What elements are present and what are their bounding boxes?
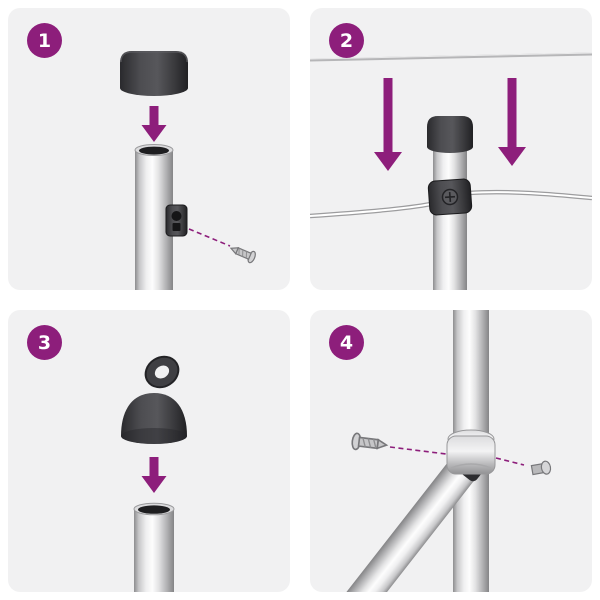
junction-clamp-icon (446, 429, 496, 475)
step-number: 1 (37, 29, 52, 52)
guide-dashed-line (495, 457, 525, 466)
step-panel-1: 1 (8, 8, 290, 290)
step-number: 3 (37, 331, 52, 354)
wire-clamp-icon (427, 178, 473, 216)
step-number-badge: 3 (27, 325, 62, 360)
eyelet-cap-icon (121, 355, 187, 444)
down-arrow-icon (141, 457, 167, 493)
end-cap-icon (120, 51, 188, 96)
screw-icon (350, 432, 389, 454)
guide-dashed-line (188, 228, 231, 247)
step-number: 2 (339, 29, 354, 52)
step-number-badge: 1 (27, 23, 62, 58)
screw-icon (228, 242, 258, 265)
down-arrow-icon (141, 106, 167, 142)
step-1-illustration (120, 51, 258, 290)
top-wire (310, 52, 592, 62)
guide-dashed-line (389, 446, 447, 455)
step-panel-4: 4 (310, 310, 592, 592)
bolt-icon (530, 460, 552, 476)
step-number: 4 (339, 331, 354, 354)
step-4-illustration (343, 310, 552, 592)
step-number-badge: 4 (329, 325, 364, 360)
pole (133, 502, 175, 592)
down-arrow-icon (498, 78, 526, 166)
end-cap-icon (427, 116, 473, 153)
step-number-badge: 2 (329, 23, 364, 58)
step-panel-2: 2 (310, 8, 592, 290)
step-3-illustration (121, 355, 187, 592)
step-2-illustration (310, 52, 592, 290)
clamp-bracket-icon (165, 204, 188, 237)
down-arrow-icon (374, 78, 402, 171)
step-panel-3: 3 (8, 310, 290, 592)
pole (433, 144, 467, 290)
